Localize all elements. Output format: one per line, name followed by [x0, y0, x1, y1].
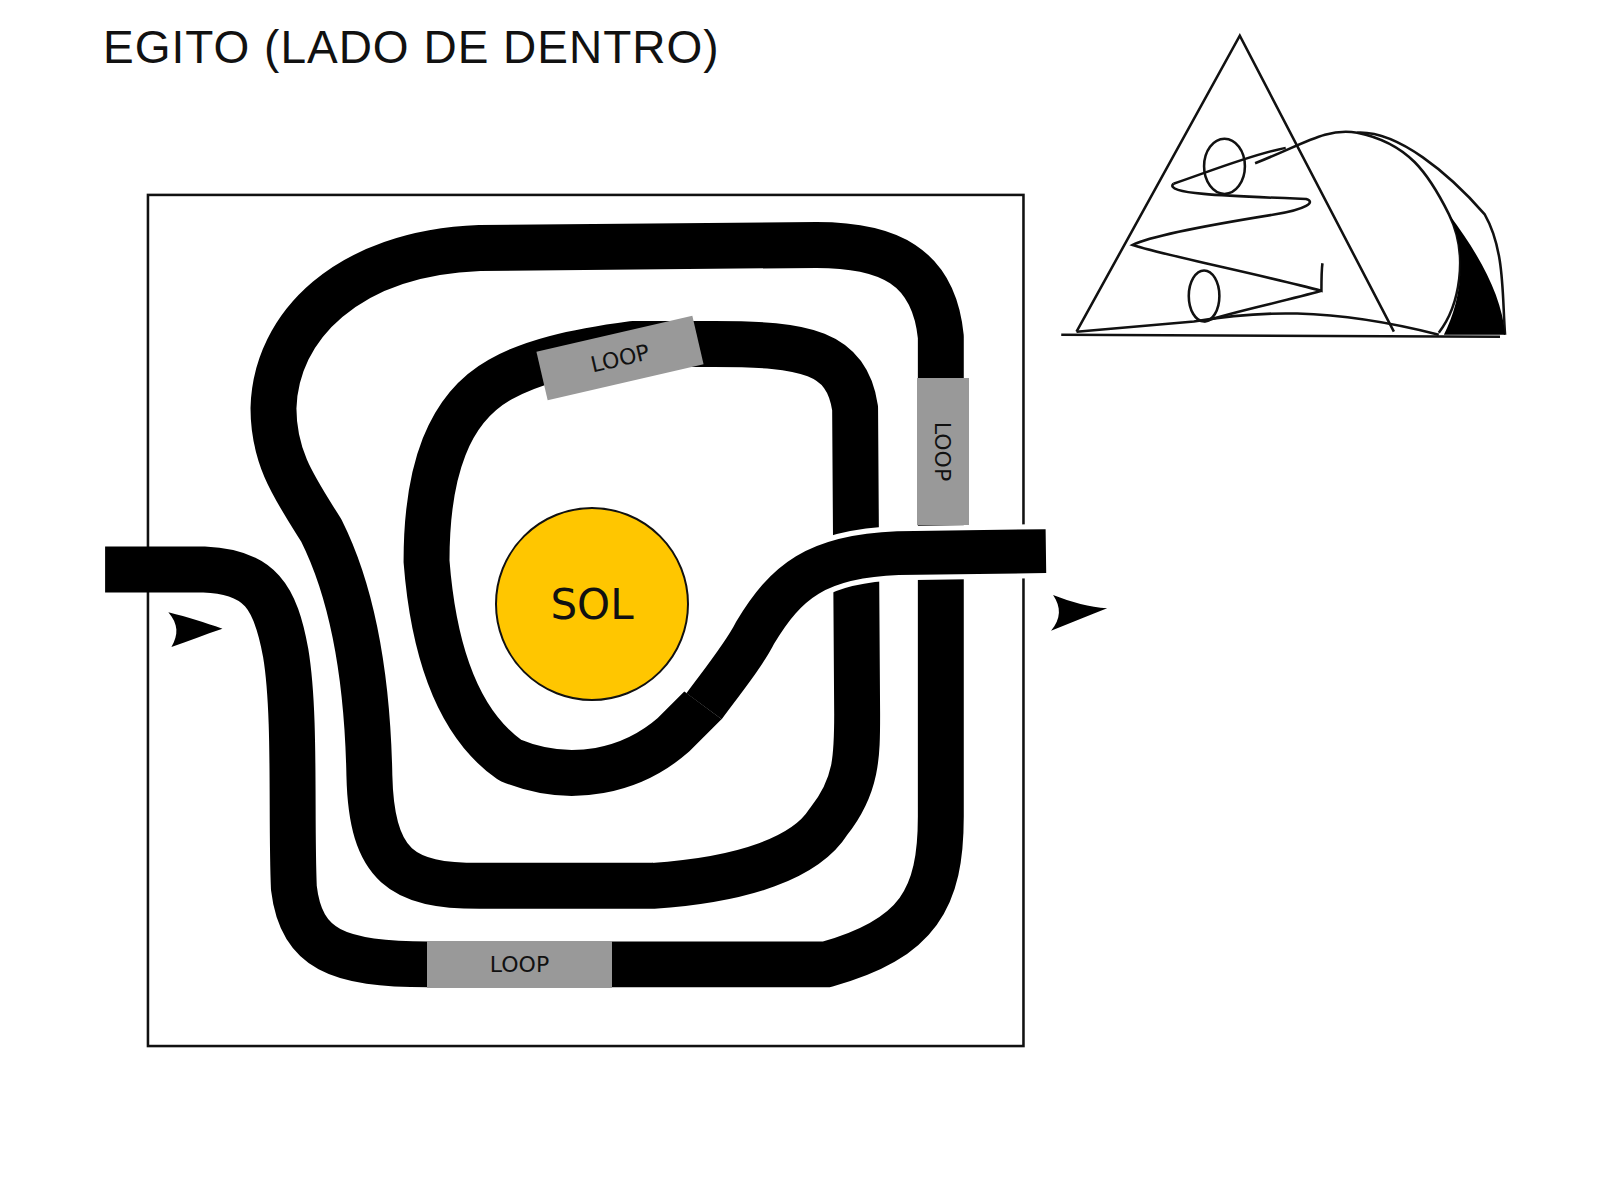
sun-circle: SOL	[495, 507, 689, 701]
node-label: LOOP	[490, 952, 549, 977]
loop-band: LOOP	[917, 378, 969, 525]
loop-band: LOOP	[427, 941, 612, 988]
node-label: SOL	[550, 580, 633, 629]
page-title: EGITO (LADO DE DENTRO)	[103, 20, 720, 74]
node-label: LOOP	[588, 339, 651, 377]
node-label: LOOP	[931, 422, 956, 481]
